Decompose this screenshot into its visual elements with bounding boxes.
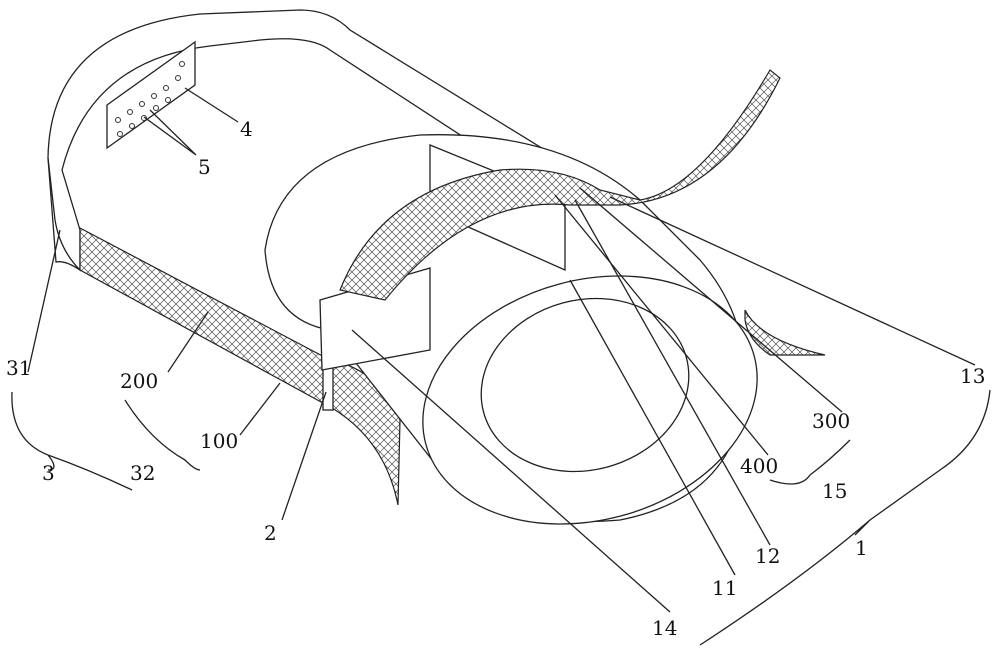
label-4: 4 xyxy=(240,117,253,141)
label-13: 13 xyxy=(960,364,985,388)
inner-hole xyxy=(480,297,690,473)
perforated-plate xyxy=(106,40,196,150)
label-300: 300 xyxy=(812,409,850,433)
label-31: 31 xyxy=(6,356,31,380)
label-2: 2 xyxy=(264,521,277,545)
holes xyxy=(115,61,185,137)
label-12: 12 xyxy=(755,544,780,568)
reference-numerals: 4 5 31 200 100 3 32 2 14 11 12 400 300 1… xyxy=(6,117,985,640)
mesh-band-300 xyxy=(339,69,781,301)
label-200: 200 xyxy=(120,369,158,393)
label-3: 3 xyxy=(42,461,55,485)
label-400: 400 xyxy=(740,454,778,478)
label-11: 11 xyxy=(712,576,737,600)
label-14: 14 xyxy=(652,616,677,640)
band-end-400 xyxy=(744,309,826,356)
label-5: 5 xyxy=(198,155,211,179)
label-1: 1 xyxy=(855,536,868,560)
label-32: 32 xyxy=(130,461,155,485)
label-100: 100 xyxy=(200,429,238,453)
leader-lines xyxy=(27,87,976,613)
braces xyxy=(11,389,991,646)
label-15: 15 xyxy=(822,479,847,503)
